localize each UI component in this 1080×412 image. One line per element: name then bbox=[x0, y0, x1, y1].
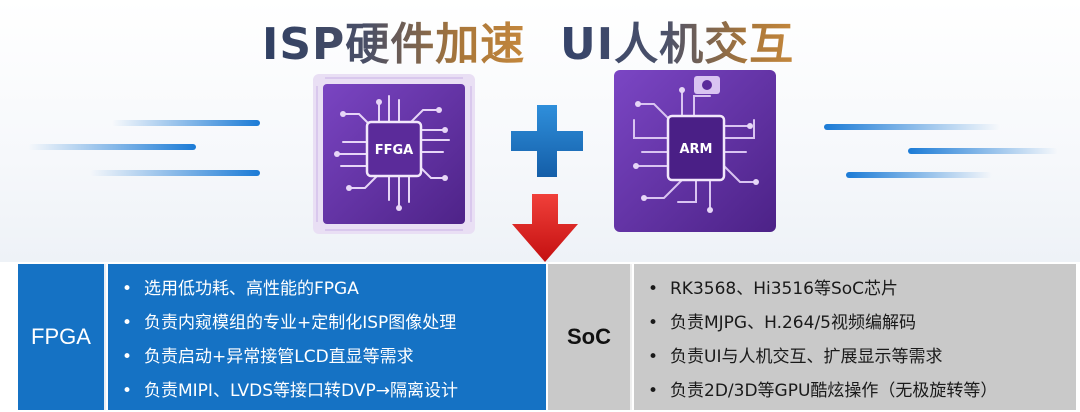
comparison-table: FPGA 选用低功耗、高性能的FPGA 负责内窥模组的专业+定制化ISP图像处理… bbox=[18, 264, 1076, 410]
list-item: 负责内窥模组的专业+定制化ISP图像处理 bbox=[122, 306, 458, 340]
list-item: 负责MIPI、LVDS等接口转DVP→隔离设计 bbox=[122, 374, 458, 408]
list-item: 负责启动+异常接管LCD直显等需求 bbox=[122, 340, 458, 374]
fpga-label-cell: FPGA bbox=[18, 264, 106, 410]
plus-icon bbox=[511, 105, 583, 177]
soc-label: SoC bbox=[567, 324, 611, 349]
fpga-items-cell: 选用低功耗、高性能的FPGA 负责内窥模组的专业+定制化ISP图像处理 负责启动… bbox=[108, 264, 546, 410]
list-item: 负责UI与人机交互、扩展显示等需求 bbox=[648, 340, 997, 374]
soc-label-cell: SoC bbox=[548, 264, 632, 410]
diagram-top-area: ISP硬件加速 UI人机交互 bbox=[0, 0, 1080, 262]
fpga-chip-label: FFGA bbox=[375, 143, 414, 158]
list-item: 选用低功耗、高性能的FPGA bbox=[122, 272, 458, 306]
speed-streak bbox=[824, 124, 1000, 130]
soc-item-list: RK3568、Hi3516等SoC芯片 负责MJPG、H.264/5视频编解码 … bbox=[648, 272, 997, 408]
fpga-label: FPGA bbox=[31, 324, 91, 349]
speed-streak bbox=[28, 144, 196, 150]
fpga-item-list: 选用低功耗、高性能的FPGA 负责内窥模组的专业+定制化ISP图像处理 负责启动… bbox=[122, 272, 458, 408]
fpga-chip-icon: FFGA bbox=[313, 74, 475, 234]
heading-ui-interaction: UI人机交互 bbox=[560, 8, 794, 72]
list-item: 负责MJPG、H.264/5视频编解码 bbox=[648, 306, 997, 340]
heading-isp-hardware-acceleration: ISP硬件加速 bbox=[262, 8, 525, 72]
arm-chip-label: ARM bbox=[679, 142, 712, 157]
arm-chip-icon: ARM bbox=[614, 70, 776, 232]
speed-streak bbox=[90, 170, 260, 176]
speed-streak bbox=[908, 148, 1058, 154]
speed-streak bbox=[846, 172, 992, 178]
soc-items-cell: RK3568、Hi3516等SoC芯片 负责MJPG、H.264/5视频编解码 … bbox=[634, 264, 1076, 410]
down-arrow-icon bbox=[512, 194, 578, 262]
speed-streak bbox=[112, 120, 260, 126]
list-item: 负责2D/3D等GPU酷炫操作（无极旋转等） bbox=[648, 374, 997, 408]
list-item: RK3568、Hi3516等SoC芯片 bbox=[648, 272, 997, 306]
